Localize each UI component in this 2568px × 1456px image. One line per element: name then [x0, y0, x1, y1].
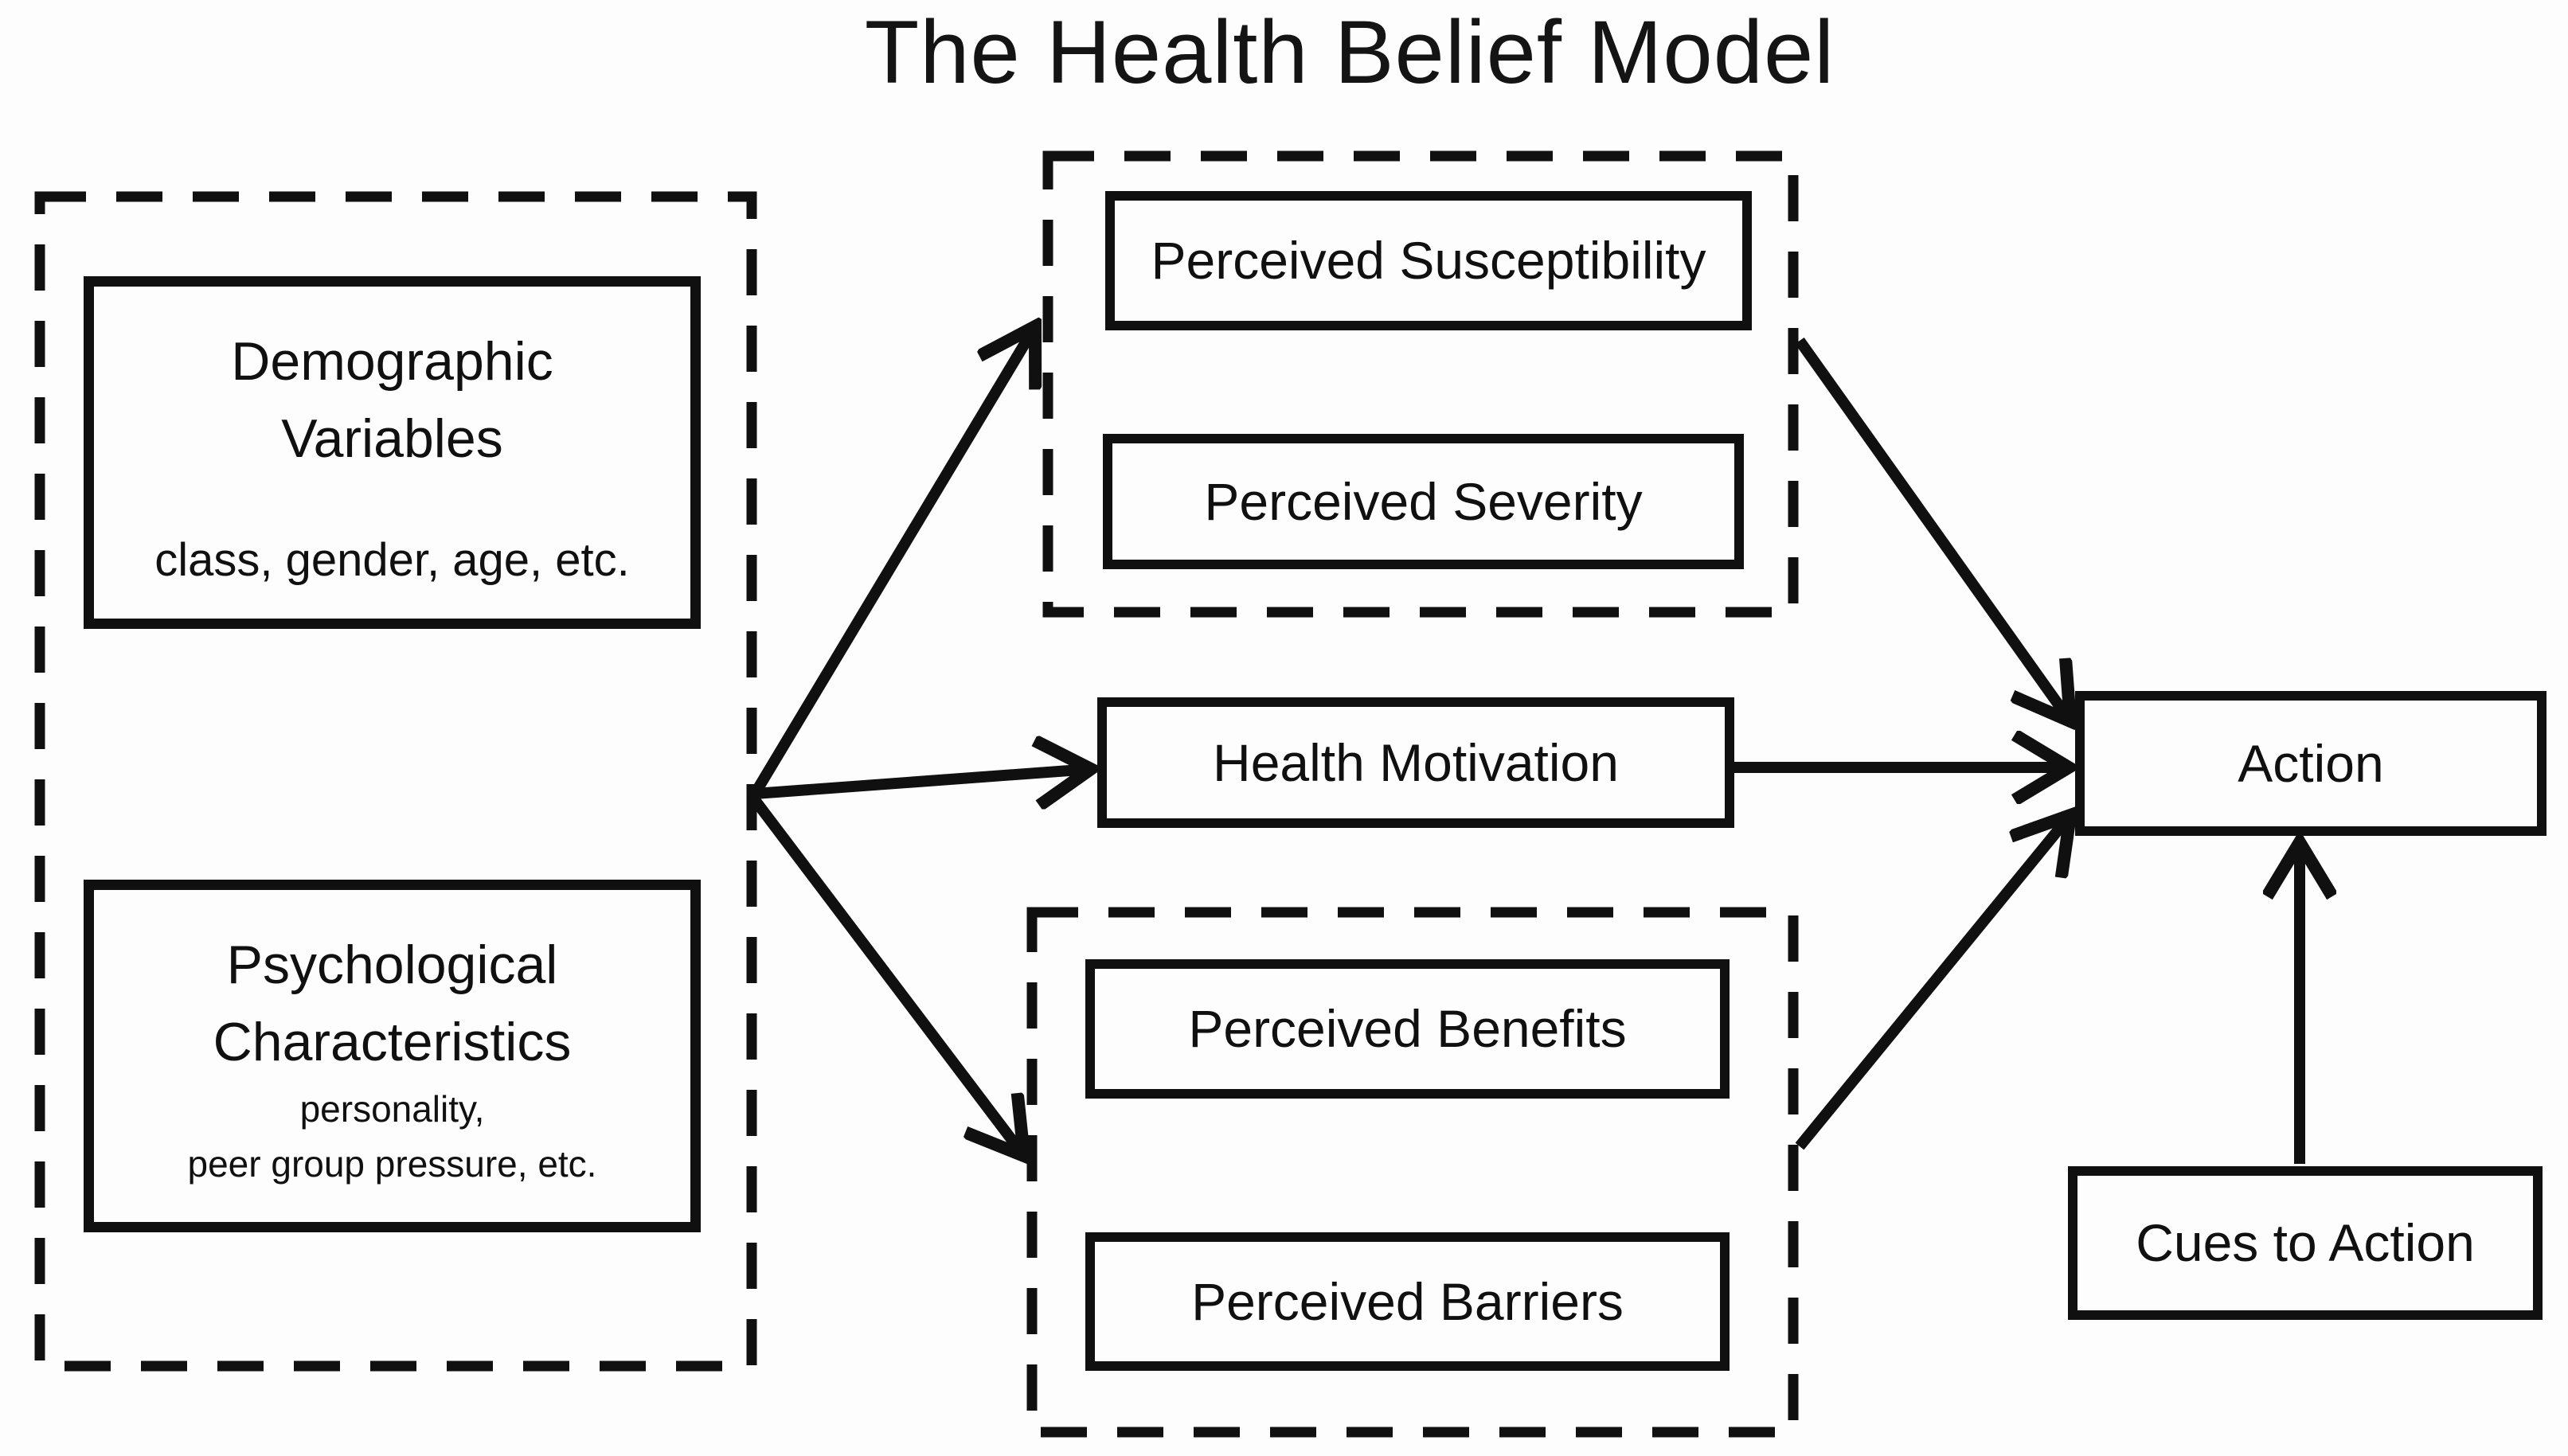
demographic-variables-box: Demographic Variables class, gender, age…	[84, 276, 701, 629]
psychological-heading-line1: Psychological	[226, 935, 558, 995]
arrow-perceptions-to-action	[1795, 337, 2070, 721]
health-motivation-box: Health Motivation	[1097, 697, 1734, 828]
perceived-benefits-label: Perceived Benefits	[1188, 999, 1627, 1059]
perceived-barriers-label: Perceived Barriers	[1191, 1271, 1624, 1331]
psychological-examples-line2: peer group pressure, etc.	[187, 1143, 597, 1185]
demographic-heading-line1: Demographic	[231, 331, 553, 392]
psychological-heading: Psychological Characteristics	[213, 927, 572, 1080]
demographic-heading-line2: Variables	[281, 408, 503, 469]
demographic-heading: Demographic Variables	[231, 323, 553, 477]
action-box: Action	[2075, 691, 2547, 836]
benefits-barriers-group-outline	[1026, 907, 1799, 1438]
diagram-title: The Health Belief Model	[864, 2, 1835, 102]
susceptibility-severity-group-outline	[1042, 150, 1799, 618]
cues-to-action-box: Cues to Action	[2068, 1166, 2543, 1320]
perceived-benefits-box: Perceived Benefits	[1085, 959, 1730, 1099]
psychological-characteristics-box: Psychological Characteristics personalit…	[84, 880, 701, 1232]
arrow-benefits-to-action	[1795, 815, 2070, 1150]
action-label: Action	[2238, 733, 2384, 793]
perceived-susceptibility-box: Perceived Susceptibility	[1105, 191, 1752, 330]
arrow-factors-to-perceptions	[749, 326, 1035, 797]
psychological-examples-text: personality, peer group pressure, etc.	[188, 1082, 597, 1192]
modifying-factors-group-outline	[34, 191, 757, 1372]
demographic-examples-text: class, gender, age, etc.	[154, 534, 630, 587]
arrow-factors-to-benefits	[750, 796, 1024, 1156]
psychological-examples-line1: personality,	[299, 1088, 485, 1130]
perceived-barriers-box: Perceived Barriers	[1085, 1232, 1730, 1371]
cues-to-action-label: Cues to Action	[2136, 1213, 2475, 1273]
perceived-severity-label: Perceived Severity	[1204, 471, 1643, 531]
psychological-heading-line2: Characteristics	[213, 1011, 572, 1072]
health-motivation-label: Health Motivation	[1213, 732, 1619, 792]
perceived-susceptibility-label: Perceived Susceptibility	[1151, 231, 1706, 291]
arrow-factors-to-motivation	[754, 769, 1091, 794]
perceived-severity-box: Perceived Severity	[1103, 434, 1744, 569]
